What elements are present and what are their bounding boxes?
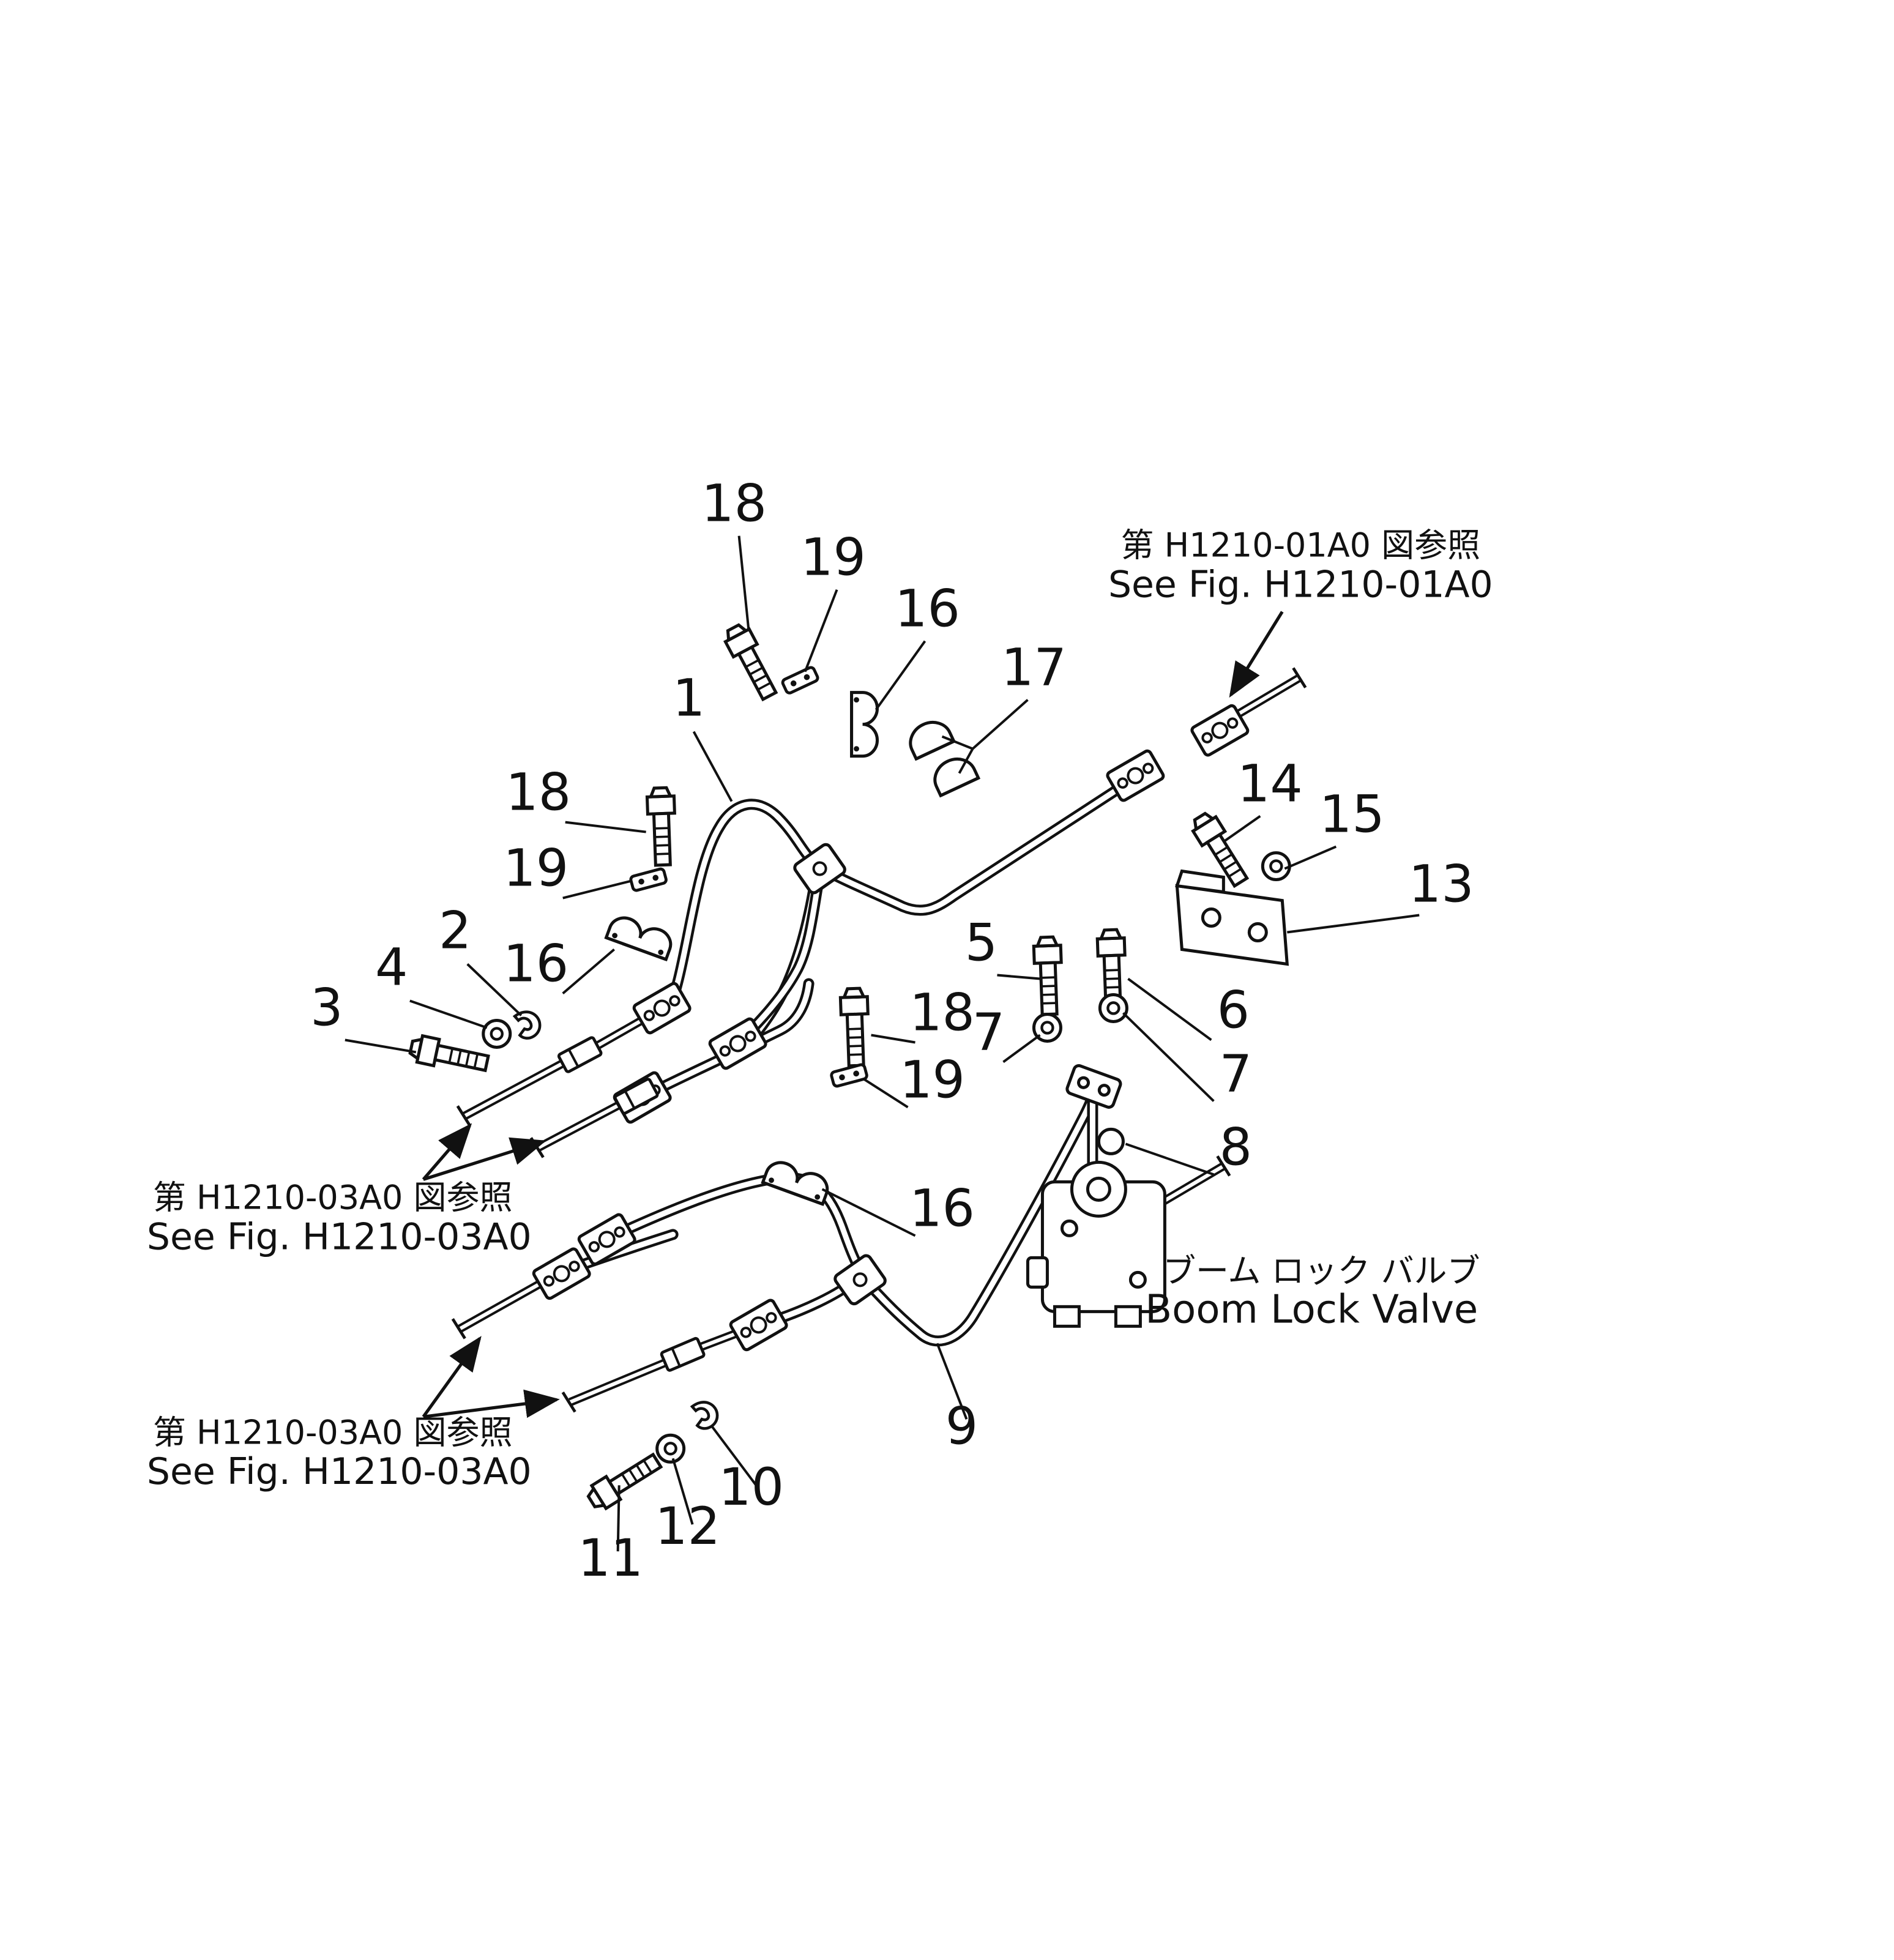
callout-11: 11 <box>578 1528 643 1588</box>
callout-18-left: 18 <box>505 762 571 822</box>
callout-5: 5 <box>965 913 997 973</box>
callout-10: 10 <box>718 1457 784 1517</box>
washer-part-12 <box>657 1435 684 1462</box>
flange <box>633 982 691 1034</box>
small-parts <box>409 622 1290 1513</box>
reference-arrows <box>422 611 1284 1418</box>
washer-part-7-right <box>1100 994 1127 1021</box>
boom-lock-valve-label-en: Boom Lock Valve <box>1145 1287 1478 1332</box>
upper-pipe-assembly <box>638 773 1139 1102</box>
flanges-and-fittings <box>532 704 1289 1371</box>
callout-16-left: 16 <box>503 933 569 993</box>
bolt-part-11 <box>584 1449 664 1513</box>
lower-pipe-assembly <box>554 1084 1100 1347</box>
callout-16-top: 16 <box>895 579 960 639</box>
hose-coupling <box>661 1338 704 1371</box>
elbow-fitting-valve-inlet <box>1065 1064 1122 1109</box>
callout-13: 13 <box>1409 854 1474 914</box>
ref-fig-01a0-en: See Fig. H1210-01A0 <box>1108 564 1493 606</box>
clamp-part-16-top <box>852 693 878 756</box>
flange <box>729 1299 788 1351</box>
callout-14: 14 <box>1237 754 1303 814</box>
washer-part-15 <box>1262 853 1289 880</box>
callout-18-mid: 18 <box>909 982 975 1042</box>
boom-lock-valve <box>1026 1160 1166 1328</box>
o-ring-part-8 <box>1097 1127 1125 1155</box>
clip-part-19-top <box>781 666 819 694</box>
leader-lines <box>345 535 1420 1552</box>
callout-8: 8 <box>1220 1117 1252 1177</box>
flange <box>532 1248 591 1300</box>
callout-17: 17 <box>1001 638 1067 698</box>
callout-19-left: 19 <box>503 838 569 898</box>
ref-fig-01a0-jp: 第 H1210-01A0 図参照 <box>1121 526 1481 565</box>
arrow-to-fig-01a0-flange <box>1229 611 1284 698</box>
ref-fig-03a0-upper-en: See Fig. H1210-03A0 <box>147 1215 532 1258</box>
clamp-part-17-b <box>929 753 979 796</box>
callout-15: 15 <box>1319 784 1385 844</box>
callout-18-top: 18 <box>701 474 767 534</box>
arrow-to-hose-3 <box>422 1336 482 1418</box>
arrow-to-hose-1 <box>422 1123 472 1181</box>
ref-fig-03a0-lower-jp: 第 H1210-03A0 図参照 <box>153 1413 513 1451</box>
clamp-part-16-mid <box>763 1158 832 1204</box>
ref-fig-03a0-upper-jp: 第 H1210-03A0 図参照 <box>153 1178 513 1217</box>
callout-7-left: 7 <box>972 1002 1005 1062</box>
callout-19-top: 19 <box>800 527 866 587</box>
callout-12: 12 <box>655 1496 720 1556</box>
arrow-to-hose-2 <box>422 1137 546 1181</box>
callout-2: 2 <box>439 901 471 961</box>
bracket-part-13 <box>1175 869 1289 966</box>
boom-lock-valve-label-jp: ブーム ロック バルブ <box>1163 1251 1480 1290</box>
clip-part-19-mid <box>830 1064 867 1087</box>
reference-texts: 第 H1210-01A0 図参照 See Fig. H1210-01A0 第 H… <box>147 526 1493 1494</box>
clip-part-10 <box>692 1399 720 1430</box>
callout-3: 3 <box>310 977 343 1037</box>
callout-4: 4 <box>375 937 408 997</box>
bolt-part-18-top <box>721 622 781 702</box>
callout-6: 6 <box>1217 980 1250 1040</box>
washer-part-4 <box>483 1020 510 1047</box>
callout-1: 1 <box>673 668 705 728</box>
callout-16-mid: 16 <box>909 1178 975 1238</box>
callout-labels: 18 19 16 17 14 15 13 1 18 19 2 16 4 3 5 … <box>310 474 1474 1588</box>
clamp-part-16-left <box>606 914 675 960</box>
bolt-part-18-left <box>647 788 676 865</box>
hose-coupling <box>558 1037 602 1072</box>
arrow-to-hose-4 <box>423 1389 560 1418</box>
ref-fig-03a0-lower-en: See Fig. H1210-03A0 <box>147 1450 532 1493</box>
clip-part-19-left <box>630 868 667 892</box>
callout-9: 9 <box>945 1396 978 1456</box>
callout-19-mid: 19 <box>900 1049 965 1109</box>
callout-7-right: 7 <box>1220 1043 1252 1103</box>
bolt-part-5 <box>1034 937 1063 1015</box>
bolt-part-3 <box>409 1034 490 1076</box>
bolt-part-18-mid <box>840 988 870 1066</box>
